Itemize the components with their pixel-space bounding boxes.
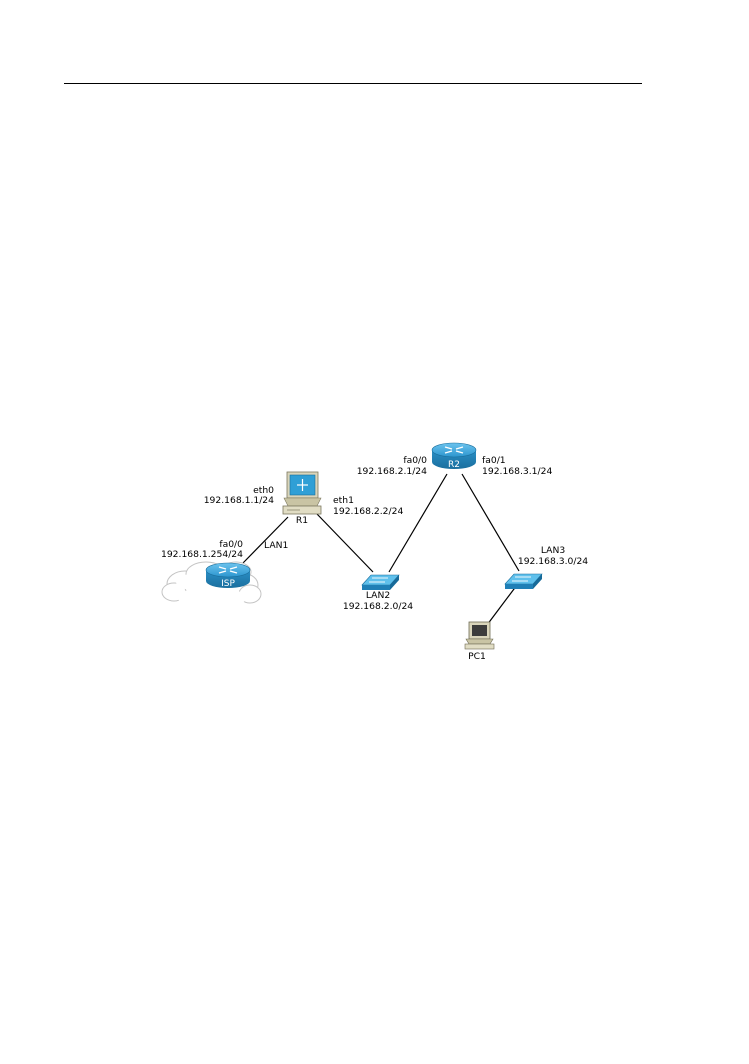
r1-eth1-ip: 192.168.2.2/24 — [333, 506, 403, 517]
isp-node: ISP — [161, 561, 262, 609]
r2-fa00-ip: 192.168.2.1/24 — [357, 466, 427, 477]
lan2-name: LAN2 — [366, 590, 390, 601]
lan1-label: LAN1 — [264, 540, 288, 551]
link-lan3-pc1 — [486, 584, 518, 626]
r1-name: R1 — [296, 515, 308, 526]
lan3-name: LAN3 — [541, 545, 565, 556]
switch-icon — [504, 573, 543, 589]
isp-iface-label: fa0/0 — [219, 539, 243, 550]
r1-eth0-ip: 192.168.1.1/24 — [204, 495, 274, 506]
r2-fa00-iface: fa0/0 — [403, 455, 427, 466]
r2-fa01-ip: 192.168.3.1/24 — [482, 466, 552, 477]
switch-icon — [361, 574, 400, 590]
lan2-net: 192.168.2.0/24 — [343, 601, 413, 612]
isp-ip-label: 192.168.1.254/24 — [161, 549, 243, 560]
link-r2-lan3 — [461, 473, 520, 572]
pc1-name: PC1 — [468, 651, 486, 662]
isp-name: ISP — [221, 579, 235, 589]
r2-fa01-iface: fa0/1 — [482, 455, 506, 466]
router-icon: ISP — [205, 562, 251, 589]
server-icon — [282, 471, 322, 515]
lan3-net: 192.168.3.0/24 — [518, 556, 588, 567]
pc1-node: PC1 — [464, 621, 495, 662]
router-icon: R2 — [431, 442, 477, 470]
r1-eth1-iface: eth1 — [333, 495, 354, 506]
lan3-switch — [504, 573, 543, 589]
r1-node: R1 — [282, 471, 322, 526]
links — [242, 473, 520, 626]
r1-eth0-iface: eth0 — [253, 485, 274, 496]
labels: fa0/0 192.168.1.254/24 LAN1 eth0 192.168… — [161, 455, 588, 612]
header-rule — [64, 83, 642, 84]
link-isp-r1 — [242, 516, 289, 564]
link-lan2-r2 — [388, 473, 448, 573]
workstation-icon — [464, 621, 495, 650]
link-r1-lan2 — [316, 513, 374, 573]
r2-name: R2 — [448, 460, 460, 470]
lan2-switch — [361, 574, 400, 590]
r2-node: R2 — [431, 442, 477, 470]
